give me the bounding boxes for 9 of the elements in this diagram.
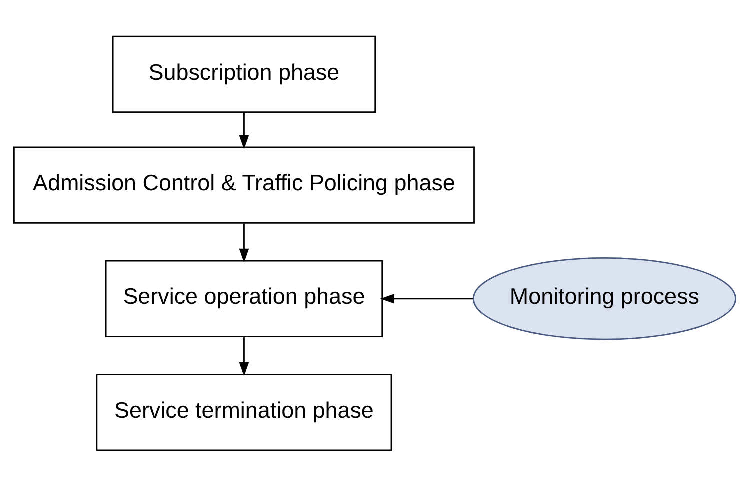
arrow <box>380 294 474 304</box>
node-box: Subscription phase <box>112 36 376 114</box>
arrow <box>239 224 250 263</box>
arrow <box>239 112 250 150</box>
arrow <box>239 337 250 376</box>
node-box: Admission Control & Traffic Policing phase <box>13 146 475 224</box>
node-ellipse: Monitoring process <box>472 258 736 340</box>
node-box: Service operation phase <box>105 260 384 338</box>
node-box: Service termination phase <box>96 374 392 452</box>
